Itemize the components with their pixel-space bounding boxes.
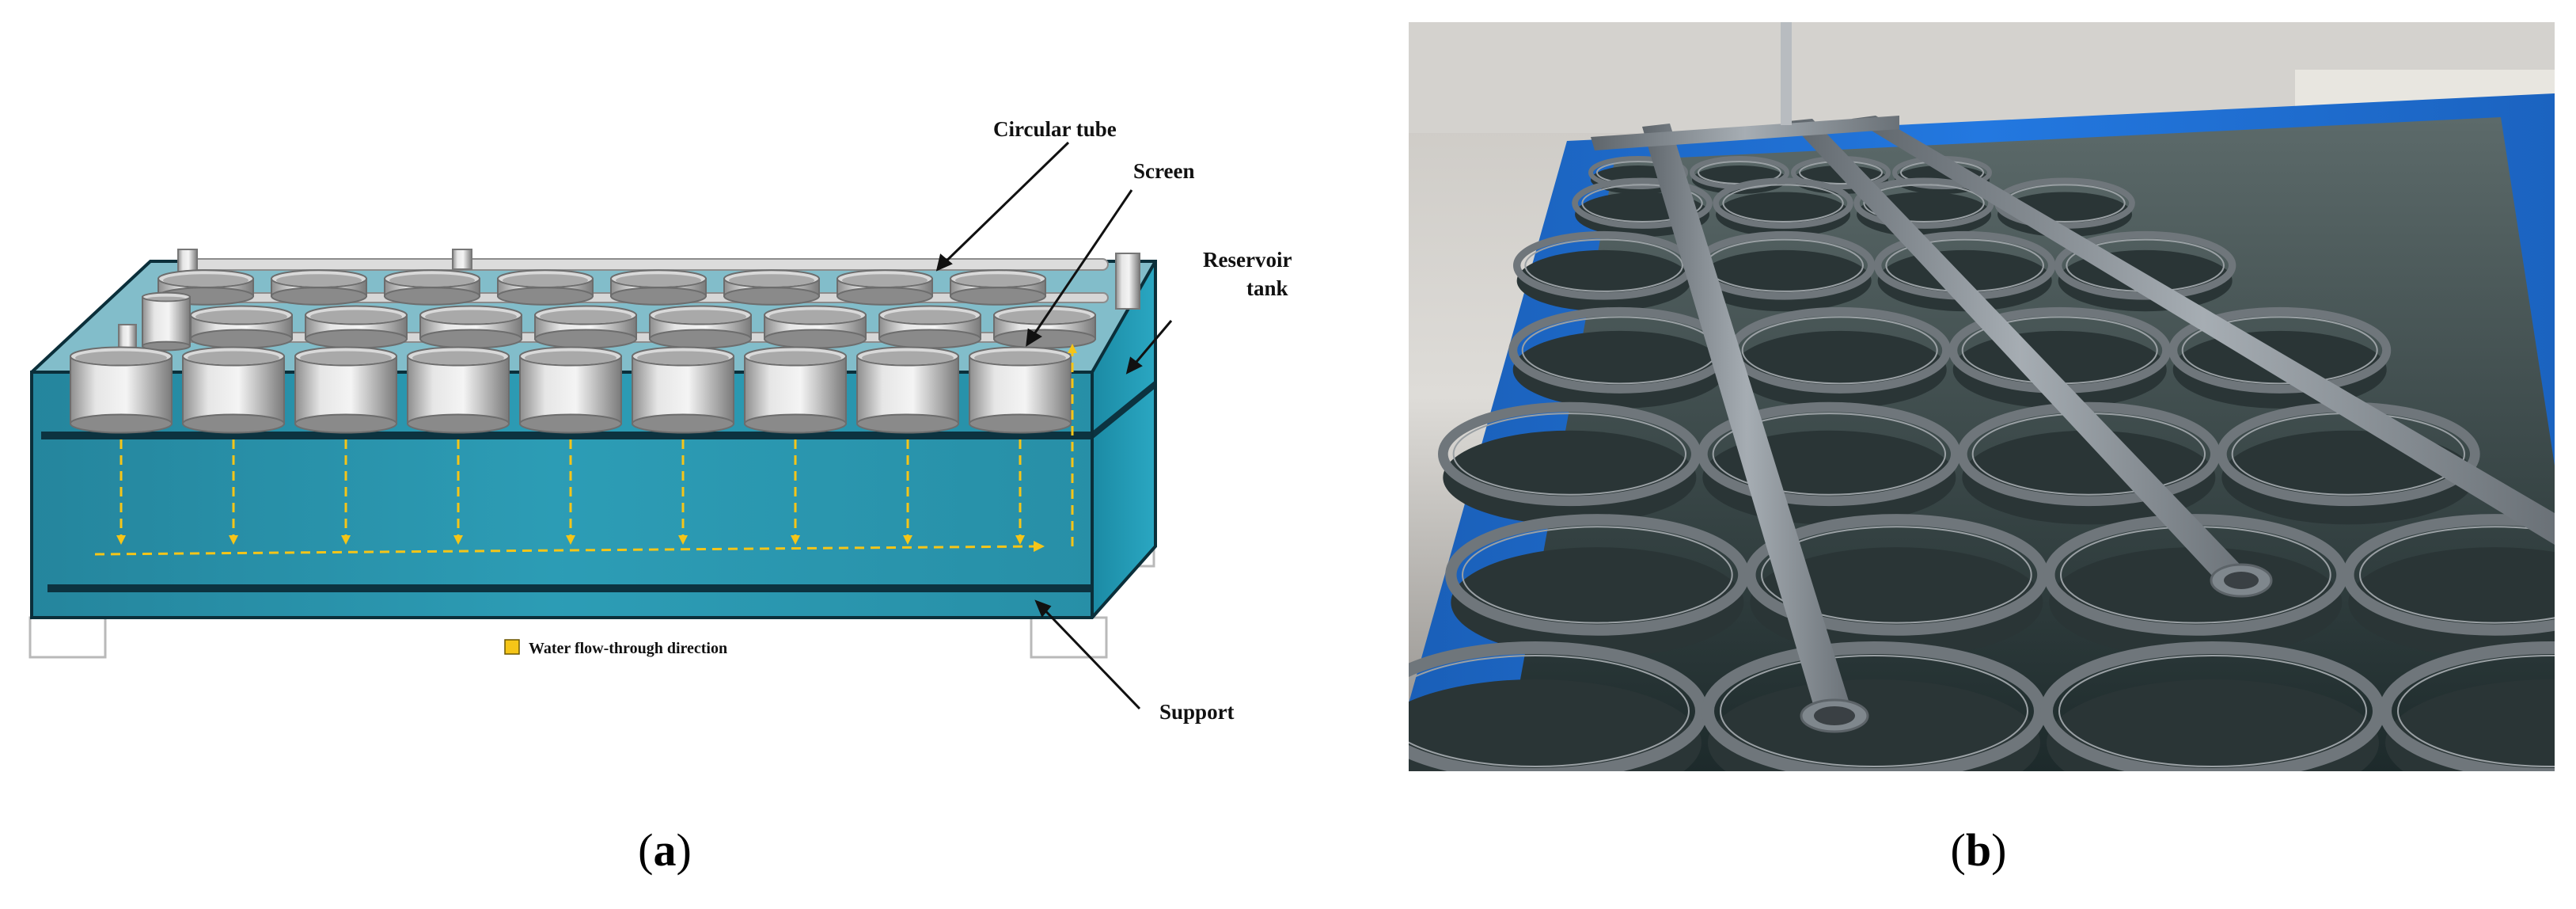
tank-diagram: Circular tube Screen Reservoir tank Supp… (28, 117, 1292, 724)
legend: Water flow-through direction (504, 639, 727, 657)
tank-photo (1409, 22, 2555, 771)
label-reservoir-tank-line2: tank (1246, 276, 1288, 300)
back-row-cylinder (497, 269, 594, 306)
caption-a: (a) (586, 823, 744, 877)
pipe-middle (1789, 119, 2252, 588)
front-row-cylinders (70, 346, 1072, 434)
back-row-cylinder (271, 269, 367, 306)
front-row-cylinder (182, 346, 285, 434)
back-row-cylinder (723, 269, 820, 306)
middle-row-cylinders (142, 291, 1096, 352)
tank-bottom-edge (47, 584, 1092, 592)
photo-cylinder (2379, 641, 2555, 771)
caption-a-letter: a (653, 824, 677, 876)
photo-cylinder (1445, 514, 1750, 658)
photo-pipes (1591, 22, 2555, 733)
support-leg-front-left (28, 616, 107, 659)
back-row-cylinder (610, 269, 707, 306)
back-row-cylinder (950, 269, 1046, 306)
middle-row-cylinder (764, 305, 867, 349)
front-row-cylinder (632, 346, 734, 434)
caption-b-letter: b (1965, 824, 1992, 876)
legend-swatch (504, 639, 520, 655)
front-row-cylinder (519, 346, 622, 434)
caption-b-close: ) (1991, 824, 2007, 876)
tank-side-face (1092, 261, 1155, 618)
photo-cylinder (1713, 177, 1853, 238)
back-row-cylinders (157, 269, 1046, 306)
caption-b: (b) (1899, 823, 2058, 877)
support-leg-front-right (1030, 616, 1108, 659)
middle-row-cylinder (878, 305, 981, 349)
caption-a-open: ( (638, 824, 654, 876)
label-screen: Screen (1133, 159, 1194, 183)
middle-row-cylinder (649, 305, 752, 349)
middle-row-cylinder (419, 305, 522, 349)
front-row-cylinder (969, 346, 1072, 434)
caption-b-open: ( (1950, 824, 1966, 876)
middle-row-cylinder (305, 305, 408, 349)
label-circular-tube: Circular tube (993, 117, 1117, 141)
pipe-left (1642, 124, 1852, 715)
front-row-cylinder (407, 346, 510, 434)
pipe-header (1591, 116, 1899, 150)
water-flow-arrows (94, 344, 1077, 556)
tank-shelf-edge (41, 380, 1155, 439)
middle-row-cylinder (142, 291, 191, 352)
photo-cylinder (1508, 306, 1732, 409)
pipe-right (1852, 116, 2555, 545)
flow-arrow-horizontal (94, 545, 1038, 556)
inlet-pipe (1781, 22, 1792, 125)
label-support: Support (1159, 700, 1235, 724)
front-row-cylinder (70, 346, 173, 434)
back-row-cylinder (837, 269, 933, 306)
front-row-cylinder (744, 346, 847, 434)
legend-label: Water flow-through direction (529, 640, 727, 657)
back-row-cylinder (384, 269, 480, 306)
photo-cylinder (2343, 514, 2555, 658)
middle-row-cylinder (534, 305, 637, 349)
front-row-cylinder (856, 346, 959, 434)
front-row-cylinder (294, 346, 397, 434)
caption-a-close: ) (676, 824, 692, 876)
label-reservoir-tank-line1: Reservoir (1203, 248, 1292, 272)
label-leader-lines (935, 141, 1173, 710)
middle-row-cylinder (993, 305, 1096, 349)
back-row-cylinder (157, 269, 254, 306)
photo-cylinder (1437, 401, 1702, 525)
middle-row-cylinder (190, 305, 293, 349)
